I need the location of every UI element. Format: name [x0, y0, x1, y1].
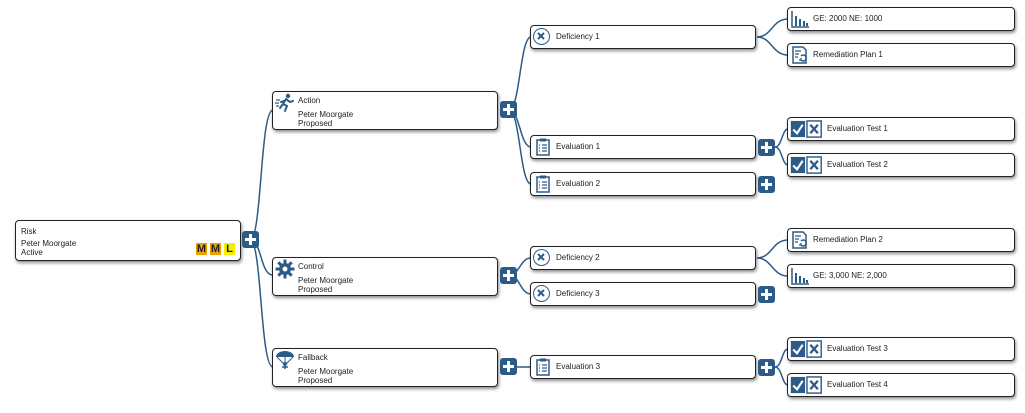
ge-2-label: GE: 3,000 NE: 2,000 [813, 271, 887, 280]
evaluation-test-2-node[interactable]: Evaluation Test 2 [787, 153, 1015, 177]
fallback-expand-button[interactable] [500, 358, 517, 375]
deficiency-2-label: Deficiency 2 [556, 253, 600, 262]
evaluation-test-3-label: Evaluation Test 3 [827, 344, 888, 353]
evaluation-test-1-node[interactable]: Evaluation Test 1 [787, 117, 1015, 141]
ge-2-node[interactable]: GE: 3,000 NE: 2,000 [787, 264, 1015, 288]
control-title: Control [298, 262, 324, 271]
control-expand-button[interactable] [500, 267, 517, 284]
remediation-2-node[interactable]: Remediation Plan 2 [787, 228, 1015, 252]
check-x-icon [790, 376, 822, 394]
evaluation-test-4-node[interactable]: Evaluation Test 4 [787, 373, 1015, 397]
risk-badge-2: M [210, 243, 221, 255]
control-status: Proposed [298, 285, 333, 294]
action-node[interactable]: Action Peter Moorgate Proposed [272, 91, 498, 130]
check-x-icon [790, 156, 822, 174]
evaluation-3-expand-button[interactable] [758, 359, 775, 376]
clipboard-icon [536, 138, 550, 156]
evaluation-1-node[interactable]: Evaluation 1 [530, 135, 756, 159]
action-expand-button[interactable] [500, 101, 517, 118]
control-node[interactable]: Control Peter Moorgate Proposed [272, 257, 498, 296]
deficiency-3-label: Deficiency 3 [556, 289, 600, 298]
risk-badge-1: M [196, 243, 207, 255]
deficiency-3-node[interactable]: Deficiency 3 [530, 282, 756, 306]
deficiency-3-expand-button[interactable] [758, 286, 775, 303]
remediation-2-label: Remediation Plan 2 [813, 235, 883, 244]
evaluation-3-label: Evaluation 3 [556, 362, 601, 371]
check-x-icon [790, 120, 822, 138]
ge-1-label: GE: 2000 NE: 1000 [813, 14, 883, 23]
action-title: Action [298, 96, 321, 105]
gear-icon [275, 259, 295, 279]
evaluation-2-expand-button[interactable] [758, 176, 775, 193]
parachute-icon [276, 351, 294, 369]
remediation-1-node[interactable]: Remediation Plan 1 [787, 43, 1015, 67]
evaluation-test-3-node[interactable]: Evaluation Test 3 [787, 337, 1015, 361]
evaluation-1-expand-button[interactable] [758, 139, 775, 156]
evaluation-test-2-label: Evaluation Test 2 [827, 160, 888, 169]
clipboard-icon [536, 175, 550, 193]
remediation-1-label: Remediation Plan 1 [813, 50, 883, 59]
remediation-icon [792, 46, 807, 64]
fallback-owner: Peter Moorgate [298, 367, 354, 376]
control-owner: Peter Moorgate [298, 276, 354, 285]
running-person-icon [275, 93, 294, 112]
check-x-icon [790, 340, 822, 358]
deficiency-x-icon [533, 28, 550, 45]
evaluation-test-4-label: Evaluation Test 4 [827, 380, 888, 389]
deficiency-1-label: Deficiency 1 [556, 32, 600, 41]
evaluation-3-node[interactable]: Evaluation 3 [530, 355, 756, 379]
bar-chart-icon [791, 11, 809, 28]
risk-owner: Peter Moorgate [21, 239, 77, 248]
fallback-node[interactable]: Fallback Peter Moorgate Proposed [272, 348, 498, 387]
evaluation-2-node[interactable]: Evaluation 2 [530, 172, 756, 196]
evaluation-test-1-label: Evaluation Test 1 [827, 124, 888, 133]
ge-1-node[interactable]: GE: 2000 NE: 1000 [787, 7, 1015, 31]
bar-chart-icon [791, 268, 809, 285]
deficiency-x-icon [533, 249, 550, 266]
risk-badge-3: L [224, 243, 235, 255]
evaluation-2-label: Evaluation 2 [556, 179, 601, 188]
deficiency-1-node[interactable]: Deficiency 1 [530, 25, 756, 49]
risk-expand-button[interactable] [242, 231, 259, 248]
evaluation-1-label: Evaluation 1 [556, 142, 601, 151]
risk-status: Active [21, 248, 43, 257]
risk-title: Risk [21, 227, 37, 236]
fallback-title: Fallback [298, 353, 328, 362]
remediation-icon [792, 231, 807, 249]
deficiency-2-node[interactable]: Deficiency 2 [530, 246, 756, 270]
fallback-status: Proposed [298, 376, 333, 385]
action-owner: Peter Moorgate [298, 110, 354, 119]
risk-node[interactable]: Risk Peter Moorgate Active M M L [15, 220, 241, 261]
deficiency-x-icon [533, 285, 550, 302]
action-status: Proposed [298, 119, 333, 128]
clipboard-icon [536, 358, 550, 376]
